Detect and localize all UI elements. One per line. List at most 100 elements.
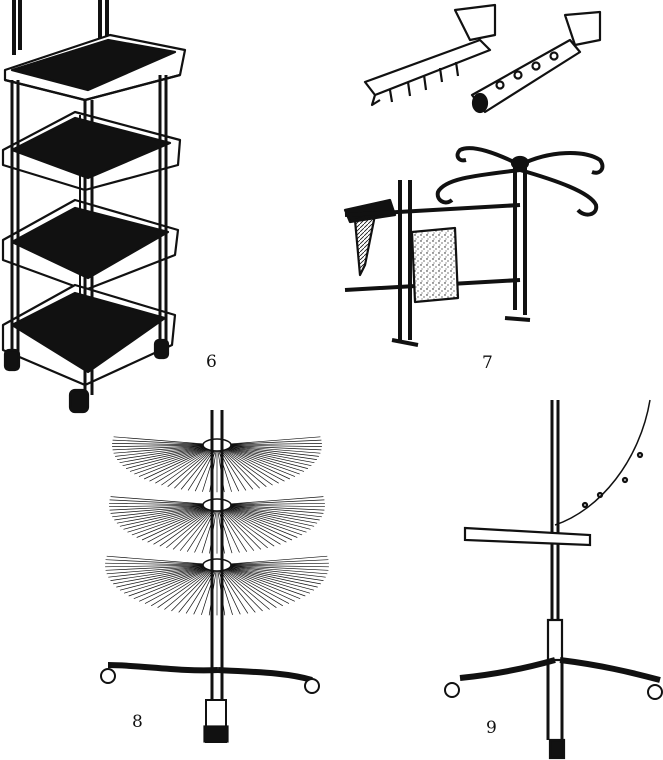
fan-spoke [109, 504, 218, 508]
fan-spoke [136, 504, 218, 538]
fan-spoke [110, 504, 218, 514]
fan-spoke [216, 564, 306, 597]
fan-spoke [116, 504, 218, 524]
fan-spoke [216, 499, 325, 506]
fan-spoke [119, 564, 218, 591]
fan-spoke [216, 444, 267, 487]
fan-spoke [106, 555, 218, 566]
fan-spoke [123, 564, 218, 594]
fan-spoke [216, 564, 315, 591]
fan-spoke [216, 504, 325, 508]
fan-spoke [143, 444, 218, 480]
shelf-tray-4 [1, 283, 177, 387]
fan-spoke [216, 444, 291, 480]
fan-spoke [216, 436, 321, 446]
fan-spoke [119, 444, 218, 464]
fan-spoke [216, 502, 325, 506]
fan-spoke [127, 504, 218, 533]
fan-spoke [216, 444, 321, 454]
fan-spoke [216, 564, 295, 602]
fan-spoke [216, 555, 328, 566]
fan-spoke [105, 562, 218, 566]
fan-spoke [108, 564, 218, 578]
fan-spoke [159, 504, 218, 547]
fan-spoke [138, 444, 218, 477]
fan-spoke [109, 499, 218, 506]
fan-spoke [216, 564, 318, 588]
fan-spoke [122, 444, 218, 467]
fan-spoke [216, 504, 268, 549]
fan-spoke [171, 564, 218, 612]
figure-label-9: 9 [486, 718, 497, 738]
tier-hub [202, 498, 232, 512]
fan-spoke [216, 564, 321, 585]
fan-spoke [128, 564, 218, 597]
fan-spoke [147, 504, 218, 543]
fan-spoke [216, 444, 322, 451]
figure-6-stacked-shelf-drawing [1, 0, 187, 414]
fan-spoke [112, 443, 218, 446]
fan-spoke [172, 504, 218, 550]
fan-spoke [216, 504, 320, 521]
fan-spoke [167, 444, 218, 487]
fan-spoke [202, 444, 218, 492]
fan-spoke [216, 504, 293, 541]
fan-spoke [153, 504, 218, 545]
fan-spoke [113, 444, 218, 454]
fan-spoke [216, 564, 233, 616]
fan-spoke [216, 444, 232, 492]
fan-spoke [216, 504, 233, 554]
fan-spoke [106, 564, 218, 575]
fan-spoke [112, 444, 218, 451]
fan-spoke [164, 564, 218, 610]
knob-bar-right [470, 10, 602, 114]
fan-spoke [216, 504, 322, 518]
fan-spoke [216, 504, 298, 538]
fan-spoke [149, 444, 218, 482]
fan-spoke [216, 443, 322, 446]
fan-spoke [216, 444, 279, 484]
fan-spoke [216, 504, 287, 543]
fan-spoke [216, 564, 324, 581]
fan-spoke [216, 504, 281, 545]
figure-8-carousel-stand-drawing [100, 410, 329, 743]
fan-spoke [116, 564, 218, 588]
fan-spoke [119, 504, 218, 527]
fan-spoke [144, 564, 218, 604]
stand-with-rails [343, 146, 605, 347]
fan-spoke [216, 444, 319, 457]
fan-spoke [216, 496, 324, 506]
fan-spoke [109, 504, 218, 511]
tier-hub [202, 438, 232, 452]
fan-spoke [216, 444, 322, 447]
fan-spoke [129, 444, 218, 472]
fan-spoke [216, 444, 305, 472]
fan-spoke [201, 564, 218, 616]
figure-label-6: 6 [206, 352, 217, 372]
fan-spoke [216, 562, 329, 566]
radial-tiers [105, 436, 329, 616]
fan-spoke [216, 444, 300, 475]
fan-spoke [216, 439, 322, 446]
fan-spoke [126, 444, 218, 469]
fan-spoke [216, 444, 273, 486]
fan-spoke [115, 444, 218, 457]
fan-spoke [141, 504, 218, 541]
fan-spoke [155, 444, 218, 484]
fan-spoke [216, 504, 325, 511]
fan-spoke [131, 504, 218, 536]
fan-spoke [216, 504, 262, 550]
fan-spoke [216, 564, 270, 610]
fan-spoke [133, 564, 218, 600]
fan-spoke [216, 564, 311, 594]
fan-spoke [216, 444, 296, 477]
fan-spoke [216, 564, 329, 571]
figure-7-wall-hooks-and-stand-drawing [343, 3, 605, 347]
fan-spoke [216, 564, 328, 575]
fan-spoke [216, 564, 329, 568]
fan-spoke [216, 444, 285, 482]
fan-spoke [216, 504, 315, 527]
fan-spoke [113, 564, 218, 585]
fan-spoke [114, 504, 218, 521]
